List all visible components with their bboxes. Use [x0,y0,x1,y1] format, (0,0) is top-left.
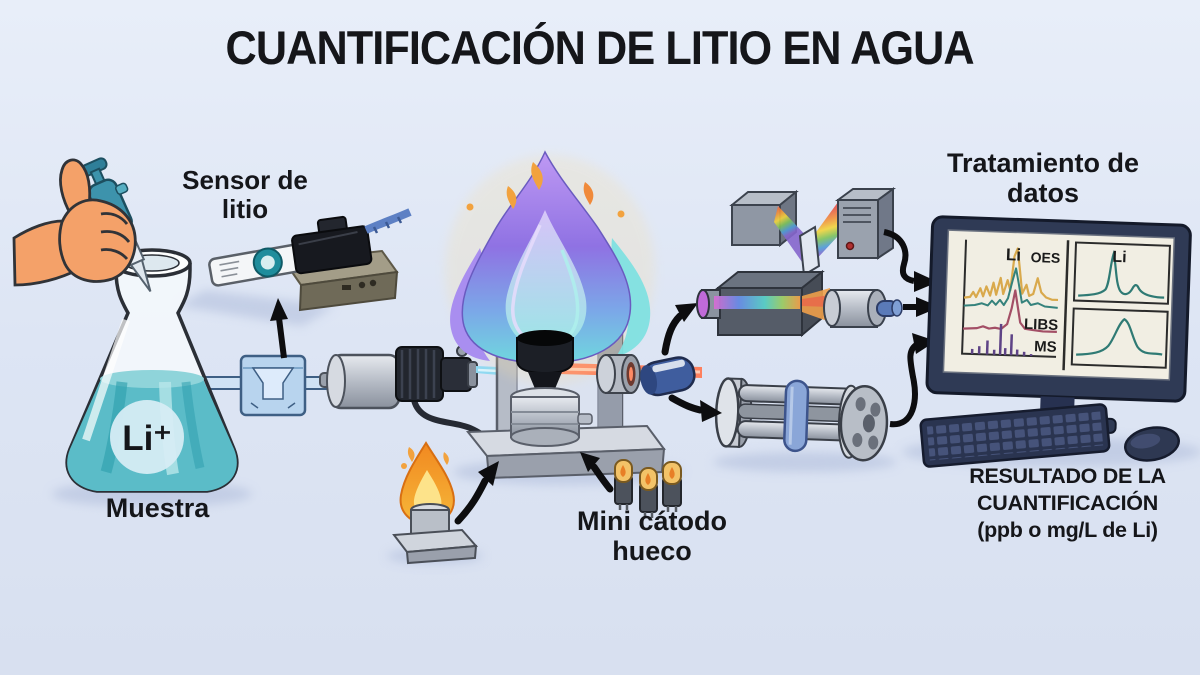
libs-spectrum-trace [962,289,1057,334]
pc-tower [834,187,897,260]
oes-spectrum-trace [963,247,1059,302]
sensor-label: Sensor de litio [182,165,308,225]
gas-flame-burner [392,441,479,565]
screen-left-panel: Li OES LIBS MS [961,239,1061,358]
oes-technique-label: OES [1030,249,1060,266]
screen-right-bottom-panel [1070,307,1169,369]
torch-head [510,330,593,447]
flow-cell [239,354,307,417]
ms-spectrum-sticks [970,323,1033,357]
monitor-input-arrowheads [912,271,940,354]
page-title: CUANTIFICACIÓN DE LITIO EN AGUA [225,21,975,74]
arrow-lamps-to-stand [580,452,614,493]
libs-label: LIBS [1024,316,1059,334]
ms-label: MS [1034,338,1057,356]
blue-filter-cylinder [640,356,696,397]
mini-cathode-label: Mini cátodo hueco [577,506,727,567]
li-ion-badge [110,400,184,474]
strip-connector [291,215,373,275]
monitor: Li OES LIBS MS Li [925,215,1192,434]
right-element-label: Li [1112,249,1127,266]
lithium-sensor-device [208,208,412,312]
screen-divider [1062,240,1070,371]
oes-element-label: Li [1006,245,1022,265]
li-peak-trace [1078,250,1165,299]
spectrometer-box [696,269,825,338]
erlenmeyer-flask: Li⁺ [65,248,239,493]
hand-thumbs-up [12,158,137,287]
arrow-to-spectrometer [661,303,698,356]
arrow-flowcell-to-sensor [270,298,288,359]
hollow-cathode-lamps [614,459,682,518]
plasma-flame [445,150,655,385]
mirror [798,225,821,277]
sample-label: Muestra [105,493,210,523]
result-label: RESULTADO DE LA CUANTIFICACIÓN (ppb o mg… [969,464,1166,543]
collimating-lens [823,289,903,328]
keyboard [919,403,1111,468]
ring-aperture [596,354,641,394]
sensor-cable [364,208,412,234]
mouse [1124,426,1180,462]
signal-wires [883,229,919,428]
data-processing-label: Tratamiento de datos [946,148,1140,209]
electrode-assembly [714,377,889,462]
nebulizer-laser-unit [319,345,478,410]
flask-ion-text: Li⁺ [122,419,172,458]
arrow-to-electrode [668,394,722,422]
screen-right-top-panel: Li [1072,241,1171,305]
broad-peak-trace [1076,317,1163,356]
teal-spectrum-trace [963,267,1058,309]
arrow-burner-to-stand [454,461,499,525]
